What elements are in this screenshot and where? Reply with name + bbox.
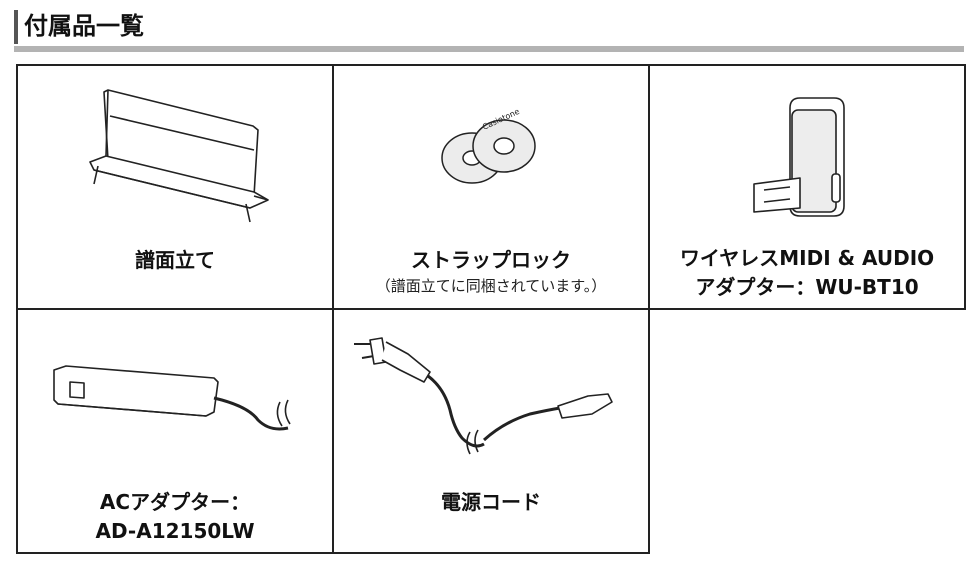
- strap-lock-note: （譜面立てに同梱されています。）: [375, 277, 607, 295]
- accessory-cell-power-cord: 電源コード: [332, 308, 650, 554]
- wireless-adapter-icon: [753, 97, 845, 217]
- accessory-cell-wireless-adapter: ワイヤレスMIDI & AUDIO アダプター：WU-BT10: [648, 64, 966, 310]
- power-cord-icon: [354, 337, 613, 455]
- page-title: 付属品一覧: [24, 12, 144, 40]
- power-cord-label: 電源コード: [441, 490, 541, 514]
- accessory-cell-strap-lock: Casiotone ストラップロック （譜面立てに同梱されています。）: [332, 64, 650, 310]
- music-stand-icon: [89, 89, 269, 223]
- title-accent-bar: [14, 10, 18, 44]
- wireless-adapter-label-line2: アダプター：WU-BT10: [695, 275, 919, 299]
- ac-adapter-icon: [53, 365, 291, 431]
- music-stand-label: 譜面立て: [135, 248, 215, 272]
- strap-lock-label: ストラップロック: [411, 248, 571, 272]
- ac-adapter-label-line1: ACアダプター：: [99, 490, 251, 514]
- ac-adapter-label-line2: AD-A12150LW: [95, 519, 255, 543]
- accessory-cell-music-stand: 譜面立て: [16, 64, 334, 310]
- title-underline: [14, 46, 964, 52]
- accessory-cell-ac-adapter: ACアダプター： AD-A12150LW: [16, 308, 334, 554]
- strap-lock-icon: Casiotone: [441, 107, 536, 184]
- wireless-adapter-label-line1: ワイヤレスMIDI & AUDIO: [679, 246, 935, 270]
- section-header: 付属品一覧: [14, 8, 964, 52]
